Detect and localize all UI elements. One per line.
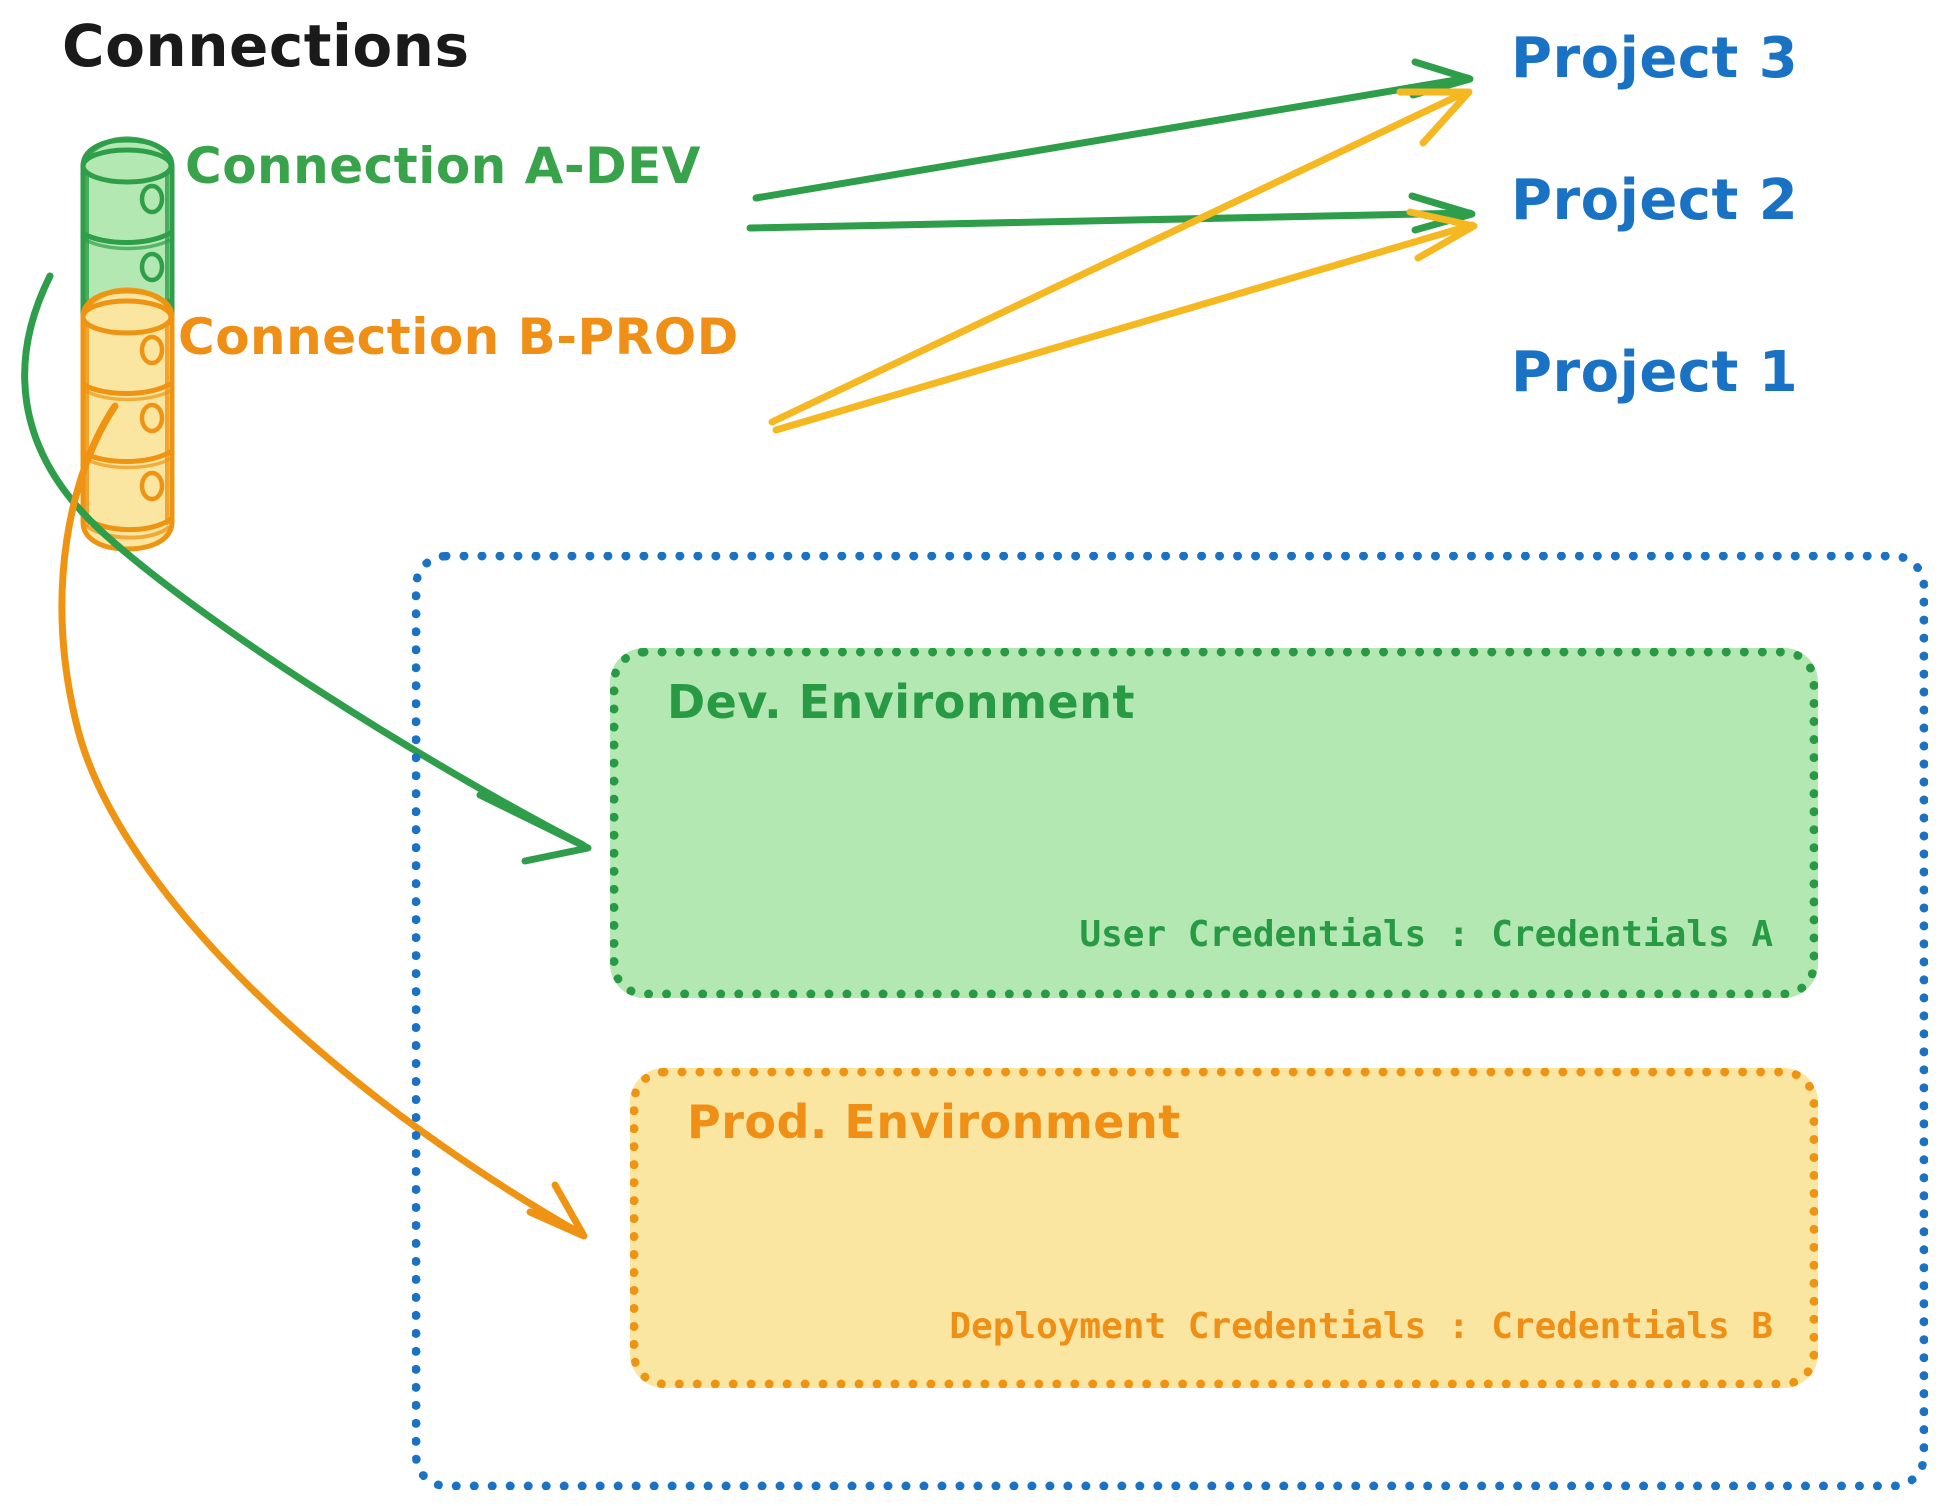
connection-b-label: Connection B-PROD	[178, 308, 739, 366]
edge-conn-b-to-project-2	[772, 208, 1478, 434]
connection-a-label: Connection A-DEV	[185, 137, 701, 195]
database-cylinder-icon-orange[interactable]	[80, 287, 175, 552]
project-1-label: Project 1	[1511, 340, 1799, 405]
dev-environment-box: Dev. Environment User Credentials : Cred…	[610, 648, 1818, 998]
page-title: Connections	[62, 12, 470, 80]
project-3-label: Project 3	[1511, 26, 1799, 91]
database-cylinder-icon-green[interactable]	[80, 136, 175, 401]
prod-environment-title: Prod. Environment	[687, 1095, 1181, 1149]
dev-environment-title: Dev. Environment	[667, 675, 1135, 729]
project-1-container	[412, 552, 1928, 1490]
edge-conn-b-to-project-3	[768, 88, 1473, 426]
edge-conn-a-to-project-3	[752, 58, 1474, 202]
dev-environment-credentials: User Credentials : Credentials A	[1079, 914, 1773, 955]
edge-conn-a-to-project-2	[746, 192, 1476, 234]
prod-environment-box: Prod. Environment Deployment Credentials…	[630, 1068, 1818, 1388]
project-2-label: Project 2	[1511, 168, 1799, 233]
prod-environment-credentials: Deployment Credentials : Credentials B	[949, 1306, 1773, 1347]
